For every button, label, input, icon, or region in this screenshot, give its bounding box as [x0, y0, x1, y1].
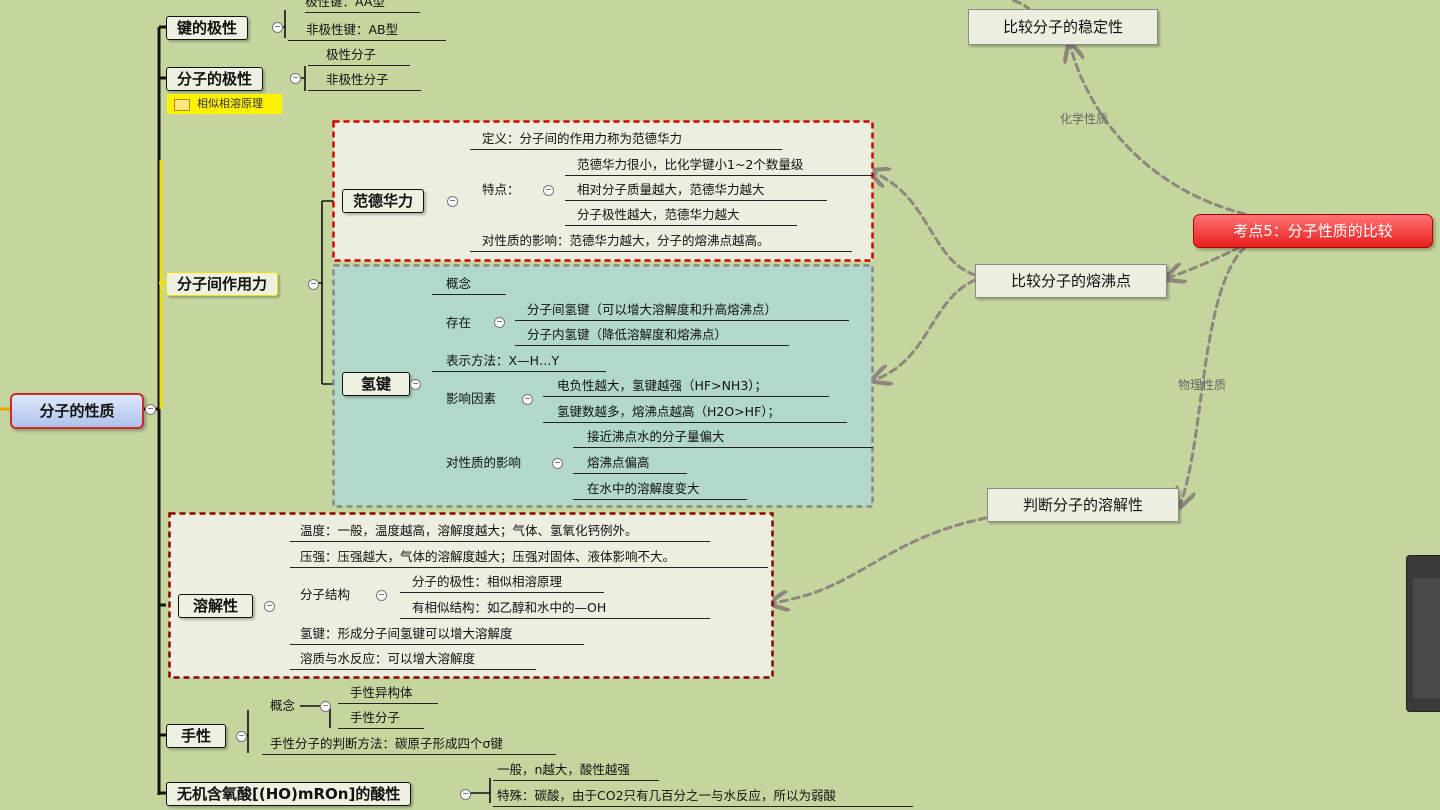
topic-hydrogen-bond[interactable]: 氢键 — [342, 372, 411, 396]
hbond-factor: 电负性越大，氢键越强（HF>NH3）； — [543, 378, 829, 397]
side-panel-inner — [1413, 578, 1440, 698]
relation-arrow-hbond — [874, 278, 977, 380]
relation-arrow-stability-top — [1008, 0, 1032, 12]
hbond-exist-item: 分子间氢键（可以增大溶解度和升高熔沸点） — [515, 302, 849, 321]
topic-bond-polarity[interactable]: 键的极性 — [166, 16, 249, 40]
relation-arrow-vdw — [872, 172, 977, 277]
topic-molecule-polarity[interactable]: 分子的极性 — [166, 67, 264, 91]
topic-judge-solubility[interactable]: 判断分子的溶解性 — [987, 488, 1179, 522]
note-similar-dissolve[interactable]: 相似相溶原理 — [167, 94, 282, 114]
note-icon — [174, 99, 190, 111]
collapse-toggle[interactable]: − — [236, 731, 247, 742]
solubility-pressure: 压强：压强越大，气体的溶解度越大；压强对固体、液体影响不大。 — [290, 549, 768, 568]
topic-oxyacid-acidity[interactable]: 无机含氧酸[(HO)mROn]的酸性 — [166, 782, 412, 806]
collapse-toggle[interactable]: − — [552, 458, 563, 469]
hbond-exist-item: 分子内氢键（降低溶解度和熔沸点） — [515, 327, 789, 346]
collapse-toggle[interactable]: − — [447, 196, 458, 207]
collapse-toggle[interactable]: − — [264, 601, 275, 612]
solubility-temperature: 温度：一般，温度越高，溶解度越大；气体、氢氧化钙例外。 — [290, 523, 710, 542]
collapse-toggle[interactable]: − — [290, 73, 301, 84]
center-topic-exam-point[interactable]: 考点5：分子性质的比较 — [1193, 214, 1433, 248]
relation-arrow-stability — [1070, 45, 1247, 216]
molecule-polarity-item: 极性分子 — [308, 47, 410, 66]
collapse-toggle[interactable]: − — [410, 379, 421, 390]
hbond-concept: 概念 — [432, 276, 506, 295]
chirality-judge: 手性分子的判断方法：碳原子形成四个σ键 — [262, 736, 556, 755]
hbond-effect: 接近沸点水的分子量偏大 — [573, 429, 873, 448]
collapse-toggle[interactable]: − — [376, 590, 387, 601]
relation-arrow-boiling — [1168, 245, 1242, 278]
topic-intermolecular-force[interactable]: 分子间作用力 — [166, 272, 279, 296]
collapse-toggle[interactable]: − — [272, 22, 283, 33]
label-chemical-property: 化学性质 — [1060, 112, 1109, 126]
relation-arrow-solubility — [1180, 245, 1247, 505]
hbond-exist-label: 存在 — [446, 315, 472, 330]
relation-arrow-dissolve — [772, 516, 988, 603]
label-physical-property: 物理性质 — [1178, 378, 1227, 392]
vdw-feature: 范德华力很小，比化学键小1~2个数量级 — [565, 157, 873, 176]
vdw-definition: 定义：分子间的作用力称为范德华力 — [470, 131, 782, 150]
chirality-concept-label: 概念 — [270, 698, 296, 713]
hbond-effect: 熔沸点偏高 — [573, 455, 687, 474]
bond-polarity-item: 非极性键：AB型 — [288, 22, 446, 41]
topic-vdw-force[interactable]: 范德华力 — [342, 189, 425, 213]
vdw-feature-label: 特点： — [482, 182, 520, 197]
hbond-frame — [332, 264, 874, 508]
topic-solubility[interactable]: 溶解性 — [178, 594, 254, 618]
hbond-notation: 表示方法：X—H…Y — [432, 353, 606, 372]
collapse-toggle[interactable]: − — [460, 789, 471, 800]
solubility-frame — [168, 512, 774, 679]
molecule-polarity-item: 非极性分子 — [308, 72, 421, 91]
collapse-toggle[interactable]: − — [522, 394, 533, 405]
chirality-concept-item: 手性分子 — [338, 710, 424, 729]
vdw-feature: 相对分子质量越大，范德华力越大 — [565, 182, 827, 201]
acid-item: 特殊：碳酸，由于CO2只有几百分之一与水反应，所以为弱酸 — [493, 788, 913, 807]
collapse-toggle[interactable]: − — [308, 279, 319, 290]
chirality-concept-item: 手性异构体 — [338, 685, 438, 704]
solubility-structure-item: 分子的极性：相似相溶原理 — [400, 574, 604, 593]
solubility-structure-label: 分子结构 — [300, 587, 351, 602]
acid-item: 一般，n越大，酸性越强 — [493, 762, 659, 781]
bond-polarity-item: 极性键：AA型 — [305, 0, 420, 13]
solubility-hbond: 氢键：形成分子间氢键可以增大溶解度 — [290, 626, 584, 645]
collapse-toggle[interactable]: − — [494, 317, 505, 328]
vdw-feature: 分子极性越大，范德华力越大 — [565, 207, 797, 226]
root-topic[interactable]: 分子的性质 — [10, 393, 144, 429]
solubility-reaction: 溶质与水反应：可以增大溶解度 — [290, 651, 536, 670]
topic-compare-stability[interactable]: 比较分子的稳定性 — [968, 9, 1158, 45]
collapse-toggle[interactable]: − — [145, 404, 156, 415]
hbond-effect: 在水中的溶解度变大 — [573, 481, 747, 500]
vdw-effect: 对性质的影响：范德华力越大，分子的熔沸点越高。 — [470, 233, 852, 252]
collapse-toggle[interactable]: − — [320, 701, 331, 712]
side-panel-tab[interactable] — [1406, 555, 1440, 712]
hbond-factor-label: 影响因素 — [446, 391, 497, 406]
topic-compare-boiling-point[interactable]: 比较分子的熔沸点 — [975, 264, 1167, 298]
collapse-toggle[interactable]: − — [543, 185, 554, 196]
topic-chirality[interactable]: 手性 — [166, 724, 227, 748]
hbond-effect-label: 对性质的影响 — [446, 455, 522, 470]
solubility-structure-item: 有相似结构：如乙醇和水中的—OH — [400, 600, 710, 619]
hbond-factor: 氢键数越多，熔沸点越高（H2O>HF）； — [543, 404, 847, 423]
